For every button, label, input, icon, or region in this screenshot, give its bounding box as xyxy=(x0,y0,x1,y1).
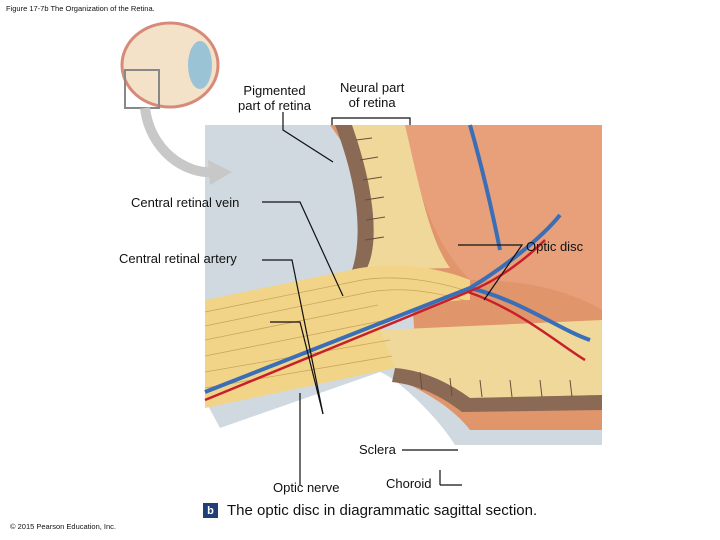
label-central-retinal-artery: Central retinal artery xyxy=(119,251,237,266)
central-retinal-vein xyxy=(204,124,591,394)
photoreceptor-ticks xyxy=(355,137,573,398)
label-optic-disc: Optic disc xyxy=(526,239,584,254)
figure-caption: b The optic disc in diagrammatic sagitta… xyxy=(203,502,537,519)
leader-lines xyxy=(262,112,524,486)
label-pigmented-part-of-retina: Pigmented part of retina xyxy=(238,83,311,113)
label-sclera: Sclera xyxy=(359,442,396,457)
posterior-chamber xyxy=(405,125,602,310)
neural-retina-upper xyxy=(352,125,450,270)
copyright-notice: © 2015 Pearson Education, Inc. xyxy=(10,522,117,531)
caption-text: The optic disc in diagrammatic sagittal … xyxy=(227,502,538,519)
label-central-retinal-vein: Central retinal vein xyxy=(131,195,240,210)
caption-badge: b xyxy=(203,503,218,518)
figure-title: Figure 17-7b The Organization of the Ret… xyxy=(6,4,155,13)
label-choroid: Choroid xyxy=(386,476,432,491)
eye-inset xyxy=(120,21,232,185)
neural-retina-lower xyxy=(380,320,602,398)
pigmented-layer-lower xyxy=(392,368,602,412)
label-neural-part-of-retina: Neural part of retina xyxy=(340,80,405,110)
pigmented-layer-upper xyxy=(335,125,374,270)
label-optic-nerve: Optic nerve xyxy=(273,480,340,495)
